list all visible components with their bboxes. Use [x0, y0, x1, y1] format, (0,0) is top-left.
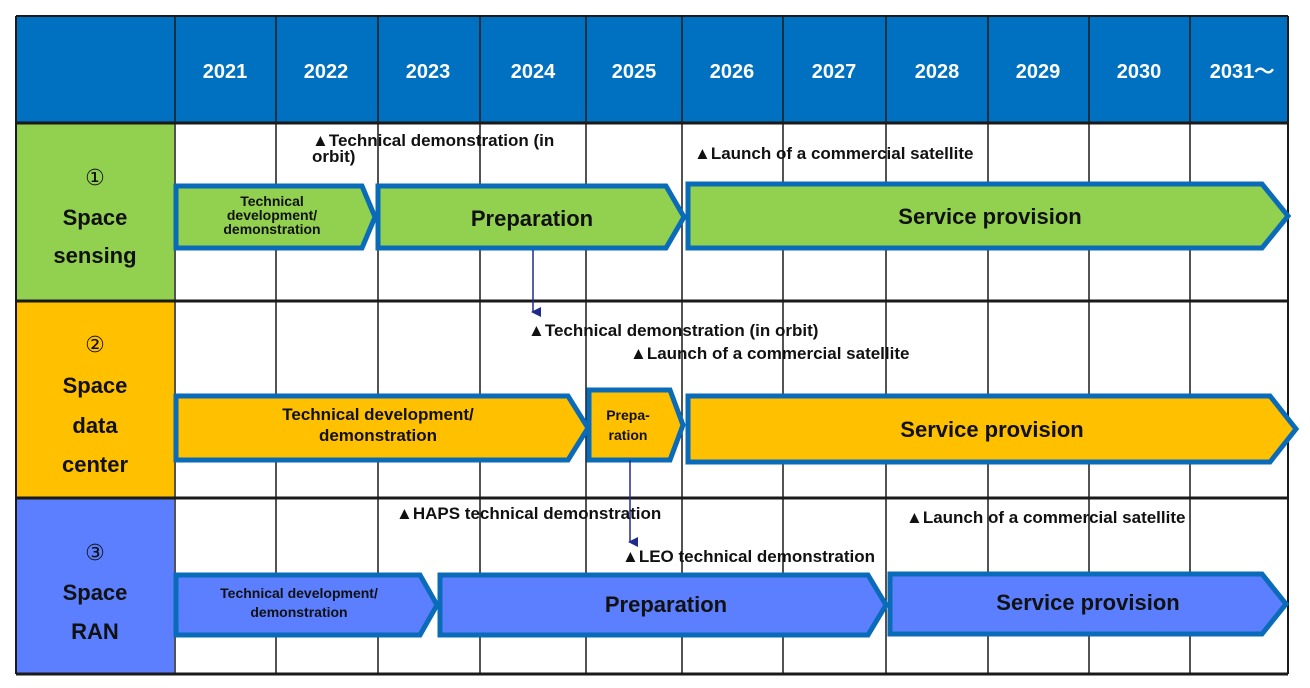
row-title-line: center [62, 452, 128, 477]
phase-arrow-ran-dev [173, 572, 440, 638]
row-title-line: data [72, 413, 118, 438]
row-number-datacenter: ② [85, 332, 105, 357]
phase-arrow-dc-dev [173, 393, 591, 463]
phase-arrow-sensing-dev [173, 183, 378, 251]
year-label-2029: 2029 [1016, 61, 1061, 83]
row-label-sensing: ① Space sensing [53, 165, 136, 268]
phase-label-sensing-service: Service provision [898, 204, 1081, 229]
phase-arrow-sensing-service [685, 181, 1292, 251]
year-label-2025: 2025 [612, 61, 657, 83]
year-label-2027: 2027 [812, 61, 857, 83]
phase-label-sensing-prep: Preparation [471, 206, 593, 231]
phase-arrow-ran-prep [437, 572, 889, 638]
phase-arrow-dc-prep [586, 387, 686, 463]
phase-label-sensing-dev: Technical [240, 193, 304, 209]
phase-label-dc-prep: Prepa- [606, 407, 650, 423]
year-label-2031: 2031〜 [1210, 61, 1275, 83]
phase-arrow-sensing-prep [375, 183, 687, 251]
year-label-2024: 2024 [511, 61, 556, 83]
row-title-line: Space [63, 205, 128, 230]
phase-label-sensing-dev: demonstration [223, 221, 320, 237]
row-title-line: RAN [71, 619, 119, 644]
row-label-bg-datacenter [16, 301, 174, 498]
phase-label-dc-dev: demonstration [319, 426, 437, 445]
row-label-datacenter: ② Space data center [62, 332, 128, 477]
milestone-ran-launch: ▲Launch of a commercial satellite [906, 508, 1185, 527]
milestone-dc-demo: ▲Technical demonstration (in orbit) [528, 321, 818, 340]
phase-label-sensing-dev: development/ [227, 207, 317, 223]
row-label-bg-ran [16, 498, 174, 674]
phase-arrow-ran-service [887, 571, 1290, 637]
row-title-line: Space [63, 580, 128, 605]
year-label-2026: 2026 [710, 61, 755, 83]
milestone-sensing-demo: ▲Technical demonstration (in [312, 131, 554, 150]
milestone-sensing-launch: ▲Launch of a commercial satellite [694, 144, 973, 163]
milestone-sensing-demo: orbit) [312, 147, 355, 166]
row-number-sensing: ① [85, 165, 105, 190]
year-header-labels: 2021 2022 2023 2024 2025 2026 2027 2028 … [203, 61, 1275, 83]
phase-arrow-dc-service [685, 393, 1300, 465]
milestone-ran-haps: ▲HAPS technical demonstration [396, 504, 661, 523]
grid-lines [15, 15, 1289, 676]
row-number-ran: ③ [85, 540, 105, 565]
phase-label-dc-prep: ration [609, 427, 648, 443]
phase-label-dc-service: Service provision [900, 417, 1083, 442]
row-label-ran: ③ Space RAN [63, 540, 128, 644]
milestone-dc-launch: ▲Launch of a commercial satellite [630, 344, 909, 363]
row-label-bg-sensing [16, 124, 174, 301]
phase-label-dc-dev: Technical development/ [282, 405, 474, 424]
phase-label-ran-prep: Preparation [605, 592, 727, 617]
phase-label-ran-dev: demonstration [250, 604, 347, 620]
phase-label-ran-dev: Technical development/ [220, 585, 378, 601]
year-label-2021: 2021 [203, 61, 248, 83]
year-label-2022: 2022 [304, 61, 349, 83]
year-label-2023: 2023 [406, 61, 451, 83]
header-bar [16, 16, 1288, 122]
year-label-2030: 2030 [1117, 61, 1162, 83]
milestone-ran-leo: ▲LEO technical demonstration [622, 547, 875, 566]
row-title-line: sensing [53, 243, 136, 268]
year-label-2028: 2028 [915, 61, 960, 83]
phase-label-ran-service: Service provision [996, 590, 1179, 615]
row-title-line: Space [63, 373, 128, 398]
